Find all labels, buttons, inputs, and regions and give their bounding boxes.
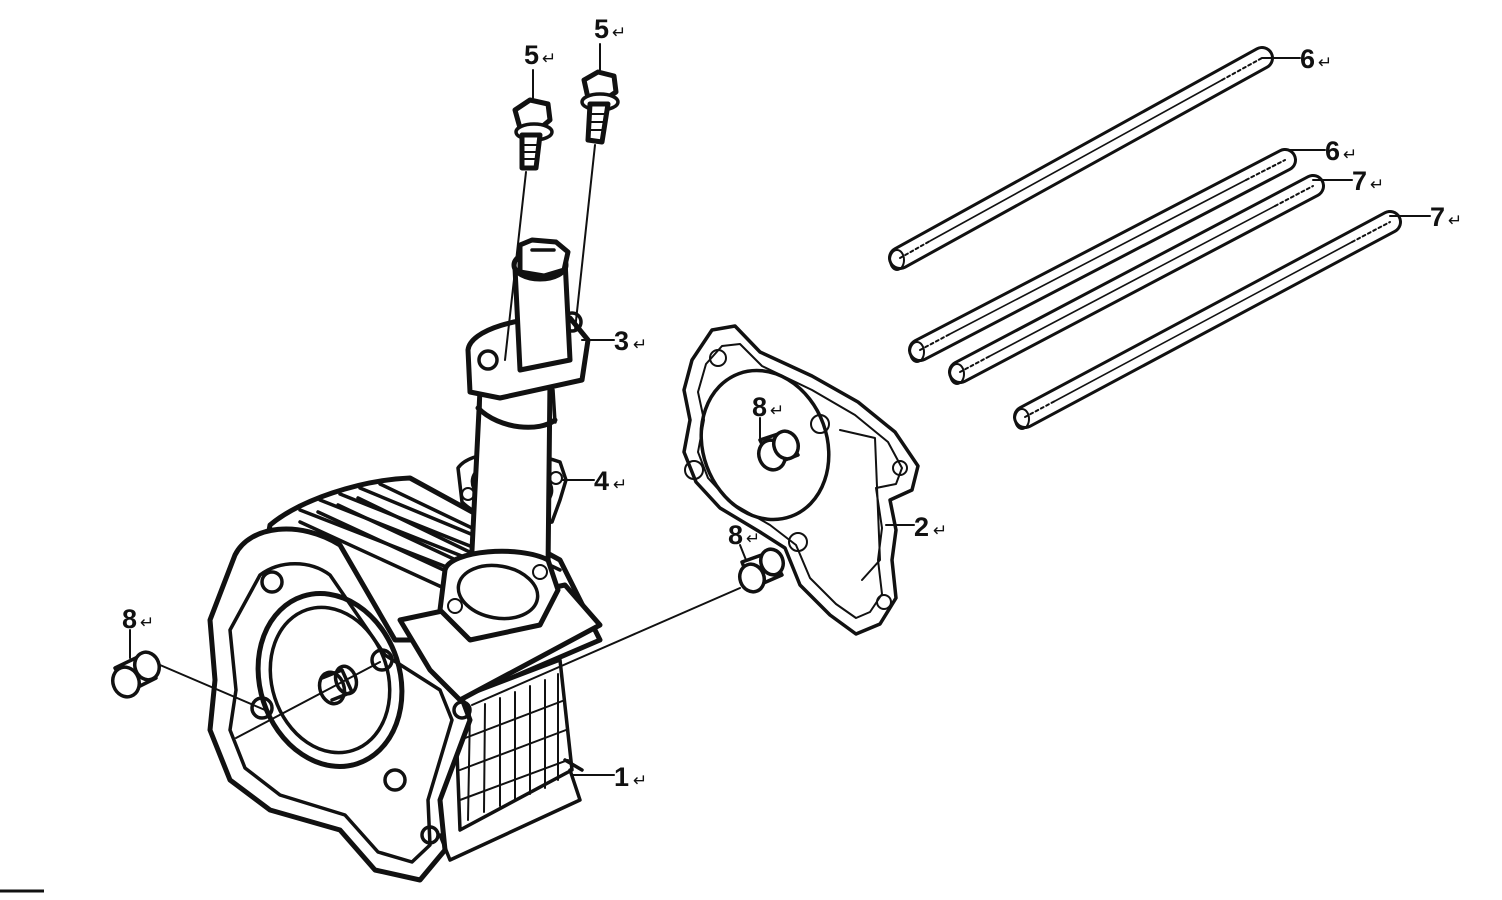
callout-label-4: 4: [594, 466, 609, 496]
return-mark: ↵: [542, 49, 556, 69]
callouts: 1 ↵ 2 ↵ 3 ↵ 4 ↵ 5 ↵ 5 ↵ 6 ↵ 6 ↵ 7 ↵ 7 ↵ …: [122, 14, 1462, 792]
stud-bolt-7a: [948, 174, 1325, 385]
callout-label-7a: 7: [1352, 166, 1367, 196]
callout-label-6b: 6: [1325, 136, 1340, 166]
flange-bolt-5b: [580, 69, 620, 145]
dowel-pin-8a: [757, 429, 801, 472]
return-mark: ↵: [612, 23, 626, 43]
flange-bolt-5a: [512, 97, 554, 171]
return-mark: ↵: [746, 529, 760, 549]
return-mark: ↵: [1448, 211, 1462, 231]
return-mark: ↵: [770, 401, 784, 421]
return-mark: ↵: [1318, 53, 1332, 73]
callout-label-6a: 6: [1300, 44, 1315, 74]
stud-bolt-7b: [1013, 210, 1402, 430]
callout-label-5a: 5: [524, 40, 539, 70]
dowel-pin-8c: [111, 650, 162, 699]
callout-label-2: 2: [914, 512, 929, 542]
assembly-guide-lines: [159, 144, 741, 739]
callout-label-8c: 8: [122, 604, 137, 634]
callout-label-3: 3: [614, 326, 629, 356]
cylinder-base-gasket: [682, 324, 920, 636]
return-mark: ↵: [140, 613, 154, 633]
callout-label-7b: 7: [1430, 202, 1445, 232]
return-mark: ↵: [1370, 175, 1384, 195]
callout-label-8b: 8: [728, 520, 743, 550]
stud-bolt-6b: [908, 148, 1297, 363]
return-mark: ↵: [633, 335, 647, 355]
dowel-pin-8b: [737, 547, 786, 594]
callout-label-8a: 8: [752, 392, 767, 422]
callout-label-1: 1: [614, 762, 629, 792]
callout-label-5b: 5: [594, 14, 609, 44]
return-mark: ↵: [633, 771, 647, 791]
return-mark: ↵: [613, 475, 627, 495]
leader-lines: [129, 43, 1431, 776]
stud-bolt-6a: [888, 46, 1274, 271]
cam-chain-tensioner: [437, 237, 591, 643]
return-mark: ↵: [1343, 145, 1357, 165]
return-mark: ↵: [933, 521, 947, 541]
stud-bolts: [888, 46, 1402, 430]
